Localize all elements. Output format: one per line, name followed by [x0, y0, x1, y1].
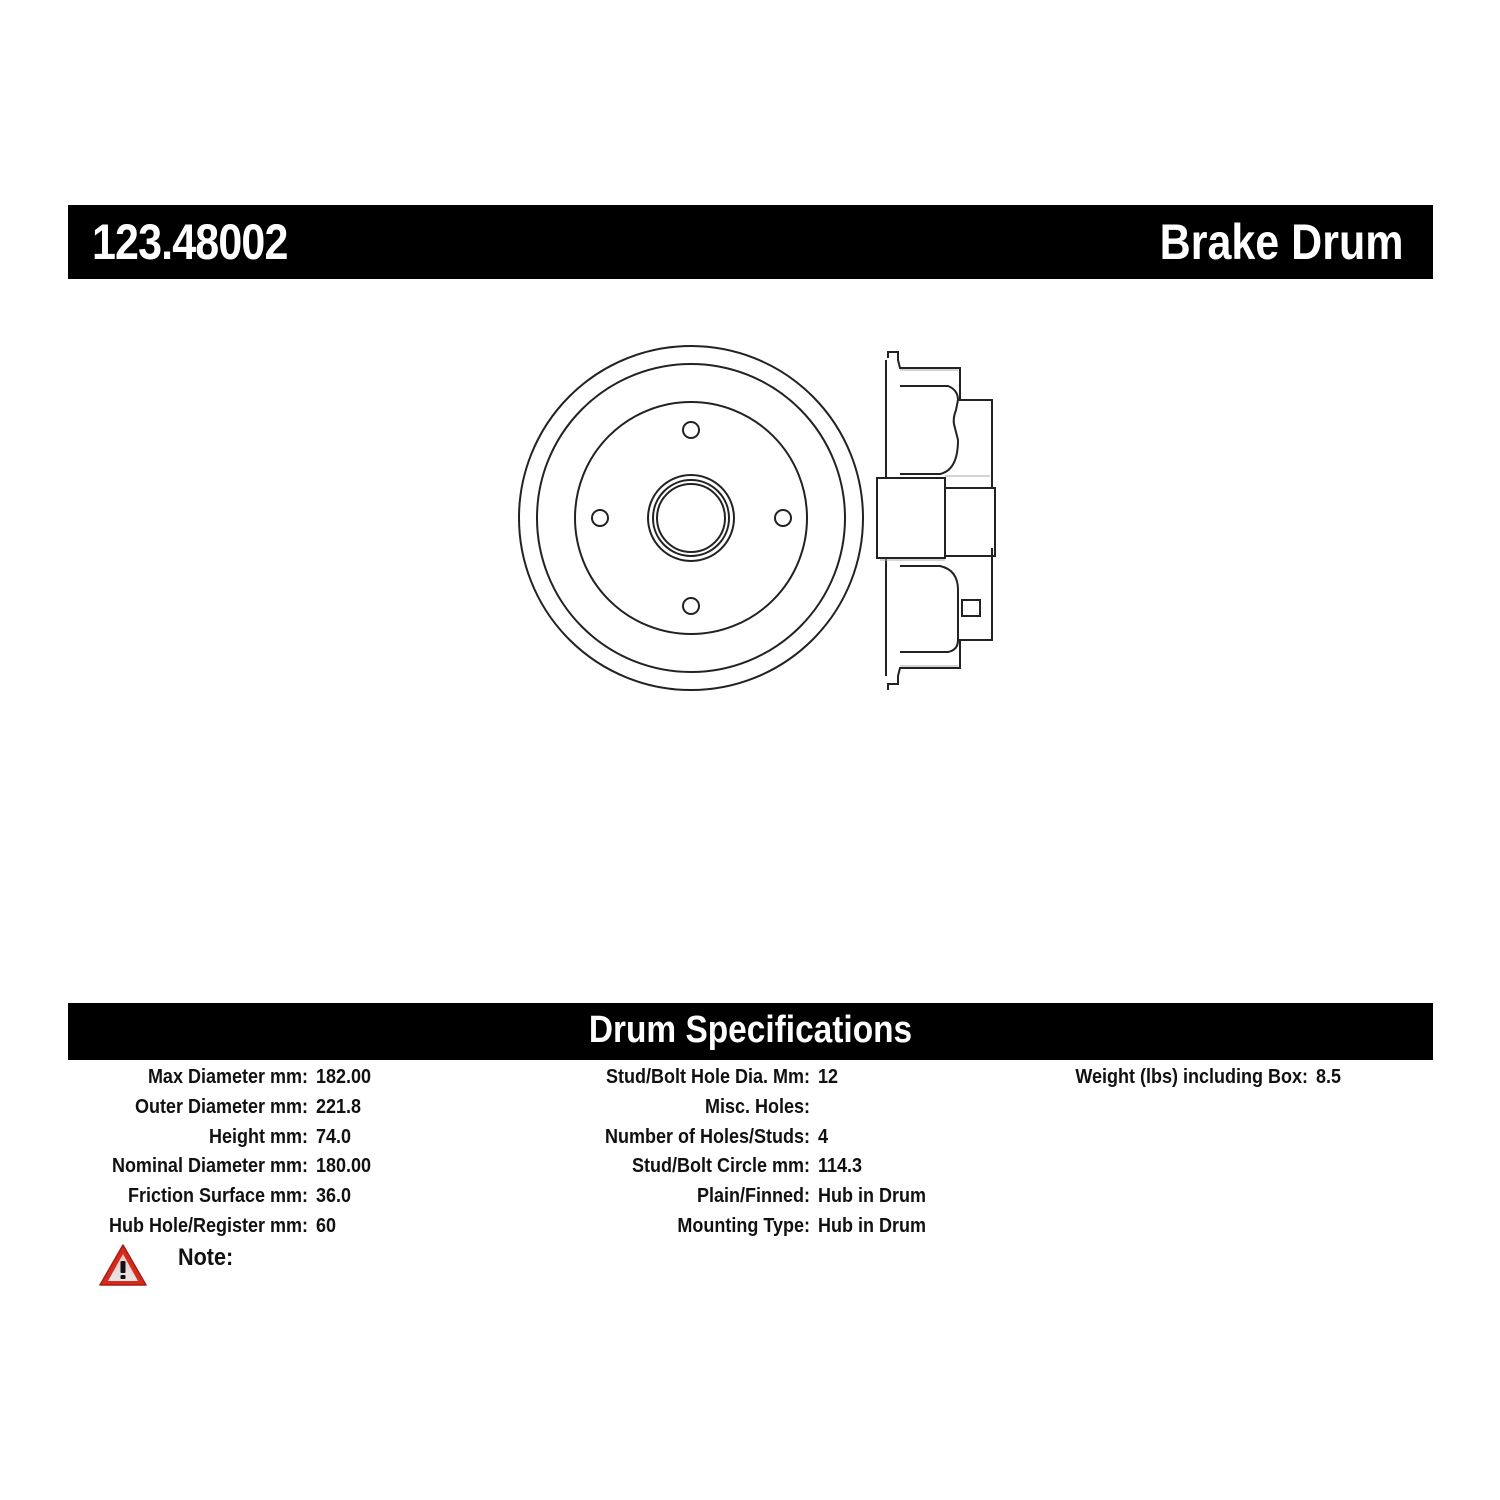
spec-value: 8.5 — [1316, 1066, 1342, 1088]
brake-drum-drawing — [518, 345, 996, 691]
spec-label: Hub Hole/Register mm: — [108, 1214, 308, 1237]
spec-label: Weight (lbs) including Box: — [1075, 1066, 1308, 1088]
spec-value: 60 — [316, 1214, 337, 1237]
brake-drum-cross-section — [876, 351, 996, 690]
spec-value: 74.0 — [316, 1125, 352, 1148]
spec-row-max-diameter: Max Diameter mm: 182.00 — [60, 1064, 377, 1094]
spec-row-weight: Weight (lbs) including Box: 8.5 — [1020, 1064, 1344, 1094]
note-label: Note: — [178, 1244, 234, 1271]
spec-label: Height mm: — [209, 1125, 308, 1148]
spec-column-2: Stud/Bolt Hole Dia. Mm: 12 Misc. Holes: N… — [560, 1064, 938, 1243]
spec-label: Misc. Holes: — [704, 1095, 810, 1118]
spec-value: Hub in Drum — [818, 1214, 926, 1237]
spec-value: Hub in Drum — [818, 1185, 926, 1208]
specifications-title: Drum Specifications — [588, 1009, 913, 1051]
spec-label: Mounting Type: — [677, 1214, 810, 1237]
spec-value: 180.00 — [316, 1155, 372, 1178]
spec-row-nominal-diameter: Nominal Diameter mm: 180.00 — [60, 1153, 377, 1183]
spec-row-bolt-circle: Stud/Bolt Circle mm: 114.3 — [560, 1153, 938, 1183]
spec-row-outer-diameter: Outer Diameter mm: 221.8 — [60, 1094, 377, 1124]
specifications-header-bar: Drum Specifications — [68, 1003, 1433, 1060]
spec-label: Plain/Finned: — [696, 1185, 810, 1208]
spec-label: Number of Holes/Studs: — [604, 1125, 810, 1148]
spec-row-hub-hole: Hub Hole/Register mm: 60 — [60, 1213, 377, 1243]
spec-label: Stud/Bolt Circle mm: — [631, 1155, 810, 1178]
spec-row-mounting-type: Mounting Type: Hub in Drum — [560, 1213, 938, 1243]
spec-value: 12 — [818, 1066, 839, 1088]
part-number: 123.48002 — [92, 214, 288, 270]
spec-row-friction-surface: Friction Surface mm: 36.0 — [60, 1183, 377, 1213]
spec-value: 36.0 — [316, 1185, 352, 1208]
spec-value: 221.8 — [316, 1095, 362, 1118]
spec-row-height: Height mm: 74.0 — [60, 1124, 377, 1154]
spec-row-plain-finned: Plain/Finned: Hub in Drum — [560, 1183, 938, 1213]
spec-column-1: Max Diameter mm: 182.00 Outer Diameter mm… — [60, 1064, 377, 1243]
spec-label: Outer Diameter mm: — [134, 1095, 308, 1118]
spec-value: 182.00 — [316, 1066, 372, 1088]
spec-label: Stud/Bolt Hole Dia. Mm: — [605, 1066, 810, 1088]
spec-column-3: Weight (lbs) including Box: 8.5 — [1020, 1064, 1344, 1094]
spec-row-number-of-holes: Number of Holes/Studs: 4 — [560, 1124, 938, 1154]
spec-label: Nominal Diameter mm: — [111, 1155, 308, 1178]
spec-value: 4 — [818, 1125, 829, 1148]
warning-icon — [99, 1244, 147, 1286]
spec-row-stud-hole-dia: Stud/Bolt Hole Dia. Mm: 12 — [560, 1064, 938, 1094]
title-bar: 123.48002 Brake Drum — [68, 205, 1433, 279]
brake-drum-front-view — [518, 345, 864, 691]
spec-label: Max Diameter mm: — [147, 1066, 308, 1088]
spec-row-misc-holes: Misc. Holes: — [560, 1094, 938, 1124]
note-section: Note: — [98, 1243, 239, 1287]
spec-value: 114.3 — [818, 1155, 863, 1178]
product-type: Brake Drum — [1159, 214, 1403, 270]
spec-label: Friction Surface mm: — [127, 1185, 308, 1208]
